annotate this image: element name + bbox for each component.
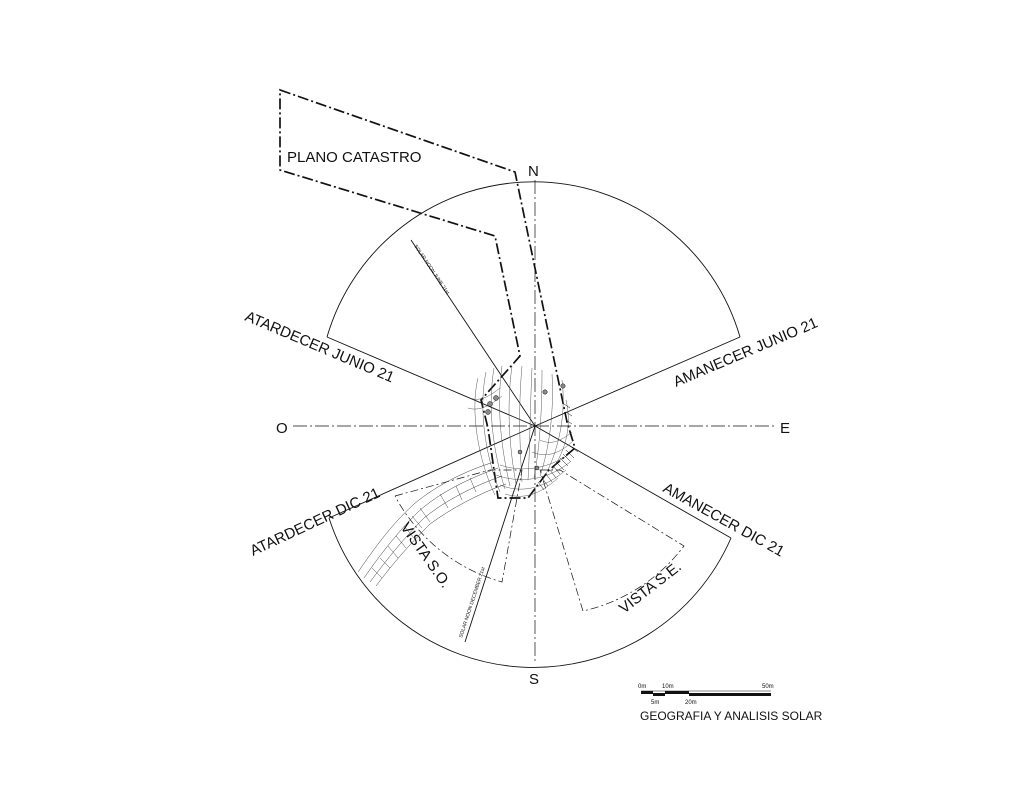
road-hatching [371, 477, 477, 579]
access-road [357, 461, 507, 587]
solar-noon-june-line [410, 239, 536, 427]
vista-se-label: VISTA S.E. [616, 558, 685, 617]
slope-hatching [537, 403, 579, 491]
atardecer-junio-label: ATARDECER JUNIO 21 [242, 308, 396, 386]
solar-noon-dec-line [464, 425, 536, 643]
scale-tick-10m: 10m [662, 684, 674, 690]
vista-so-label: VISTA S.O. [397, 520, 454, 592]
west-label: O [276, 420, 288, 437]
plano-catastro-label: PLANO CATASTRO [287, 149, 421, 166]
south-label: S [529, 671, 539, 688]
scale-bar [641, 690, 771, 696]
site-markers [485, 383, 566, 471]
vista-so-cone [394, 469, 523, 583]
east-label: E [780, 420, 790, 437]
terrain-contours [467, 365, 575, 497]
scale-tick-50m: 50m [762, 684, 774, 690]
solar-noon-june-label: SOLAR NOON JUNE 21st [412, 244, 450, 296]
scale-tick-5m: 5m [651, 700, 659, 706]
plano-catastro-boundary [279, 88, 576, 499]
amanecer-dic-ray [534, 425, 732, 539]
june-sun-arc [326, 181, 741, 338]
amanecer-junio-label: AMANECER JUNIO 21 [671, 314, 820, 390]
north-label: N [528, 163, 539, 180]
amanecer-junio-ray [534, 336, 741, 427]
atardecer-dic-ray [328, 425, 536, 519]
vista-se-cone [539, 469, 685, 612]
dec-sun-arc [328, 517, 732, 668]
scale-tick-0m: 0m [638, 684, 646, 690]
atardecer-junio-ray [326, 336, 536, 427]
solar-noon-dec-label: SOLAR NOON DECEMBER 21st [458, 566, 487, 639]
atardecer-dic-label: ATARDECER DIC 21 [248, 485, 383, 560]
amanecer-dic-label: AMANECER DIC 21 [660, 480, 787, 561]
scale-tick-20m: 20m [685, 700, 697, 706]
drawing-title: GEOGRAFIA Y ANALISIS SOLAR [640, 709, 823, 723]
